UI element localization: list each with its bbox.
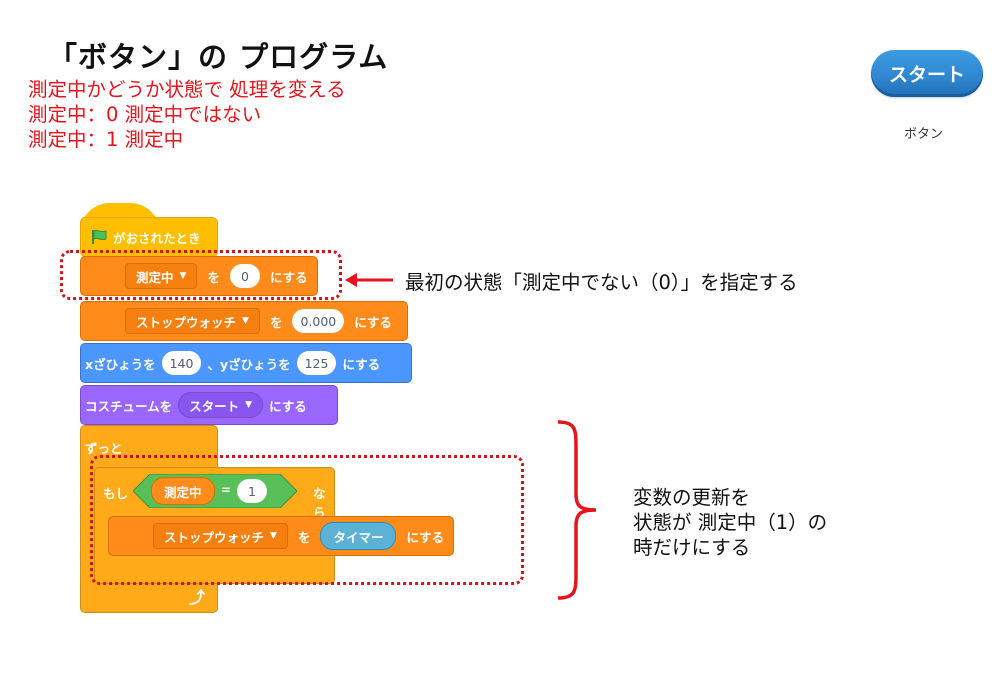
highlight-initial-state — [60, 250, 342, 300]
caret-down-icon: ▼ — [270, 531, 277, 541]
caret-down-icon: ▼ — [245, 400, 253, 410]
green-flag-icon — [92, 229, 107, 244]
update-note-line-1: 変数の更新を — [633, 486, 751, 509]
forever-label: ずっと — [85, 441, 123, 456]
y-input[interactable]: 125 — [296, 351, 337, 375]
loop-arrow-icon: ⤴ — [188, 588, 205, 607]
highlight-update-section — [90, 455, 524, 585]
x-label: xざひょうを — [85, 356, 156, 372]
description-line-1: 測定中かどうか状態で 処理を変える — [28, 78, 346, 101]
if-label: もし — [103, 486, 129, 501]
caret-down-icon: ▼ — [179, 271, 187, 281]
start-sprite-label: スタート — [888, 64, 965, 86]
x-input[interactable]: 140 — [161, 351, 202, 375]
value-input[interactable]: 0 — [229, 264, 260, 288]
hat-block-label: がおされたとき — [113, 230, 201, 246]
variable-dropdown-stopwatch[interactable]: ストップウォッチ ▼ — [125, 308, 260, 334]
suffix-label: にする — [342, 356, 381, 372]
initial-state-note: 最初の状態「測定中でない（0）」を指定する — [405, 271, 798, 294]
variable-name: ストップウォッチ — [164, 529, 265, 545]
suffix-label: にする — [269, 269, 308, 285]
measuring-variable-reporter[interactable]: 測定中 — [151, 477, 215, 505]
y-label: 、yざひょうを — [207, 356, 291, 372]
to-label: を — [269, 314, 283, 330]
set-measuring-block[interactable]: 測定中 ▼ を 0 にする — [80, 256, 318, 296]
costume-name: スタート — [189, 398, 240, 414]
costume-label: コスチュームを — [85, 398, 173, 414]
page-title: 「ボタン」の プログラム — [48, 40, 389, 74]
switch-costume-block[interactable]: コスチュームを スタート ▼ にする — [80, 385, 338, 425]
set-stopwatch-block[interactable]: ストップウォッチ ▼ を 0.000 にする — [80, 301, 408, 341]
update-note-line-3: 時だけにする — [633, 536, 751, 559]
costume-dropdown[interactable]: スタート ▼ — [178, 392, 264, 418]
go-to-xy-block[interactable]: xざひょうを 140 、yざひょうを 125 にする — [80, 343, 412, 383]
equals-label: = — [221, 483, 232, 497]
start-sprite-button[interactable]: スタート — [871, 50, 983, 97]
variable-name: ストップウォッチ — [136, 314, 237, 330]
sprite-caption: ボタン — [904, 127, 944, 142]
to-label: を — [207, 269, 220, 285]
description-line-2: 測定中：0 測定中ではない — [28, 103, 262, 126]
variable-dropdown-measuring[interactable]: 測定中 ▼ — [125, 263, 198, 289]
update-note-line-2: 状態が 測定中（1）の — [633, 511, 828, 534]
suffix-label: にする — [406, 529, 445, 545]
timer-reporter[interactable]: タイマー — [320, 522, 397, 550]
description-line-3: 測定中：1 測定中 — [28, 128, 184, 151]
suffix-label: にする — [269, 398, 307, 414]
caret-down-icon: ▼ — [242, 316, 249, 326]
variable-name: 測定中 — [136, 269, 174, 285]
left-arrow-icon — [345, 273, 393, 287]
variable-dropdown-stopwatch[interactable]: ストップウォッチ ▼ — [153, 523, 288, 549]
curly-brace-icon — [557, 420, 597, 600]
value-input[interactable]: 0.000 — [292, 309, 345, 333]
to-label: を — [297, 529, 311, 545]
set-stopwatch-timer-block[interactable]: ストップウォッチ ▼ を タイマー にする — [108, 516, 454, 556]
compare-value-input[interactable]: 1 — [237, 479, 267, 503]
equals-operator-block[interactable]: 測定中 = 1 — [133, 474, 297, 508]
suffix-label: にする — [354, 314, 392, 330]
